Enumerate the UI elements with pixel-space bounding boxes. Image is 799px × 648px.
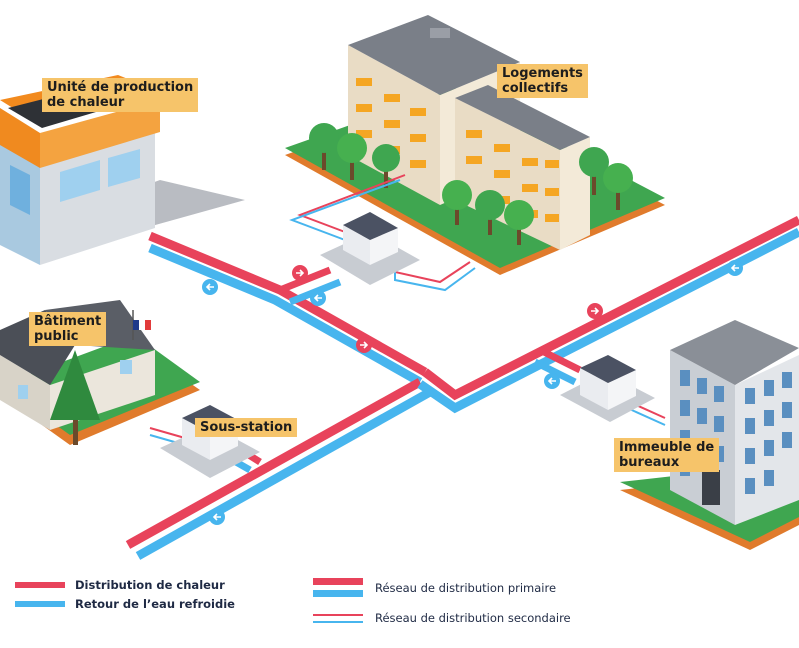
flag-icon bbox=[133, 320, 151, 330]
legend-swatch-cold bbox=[15, 601, 65, 607]
legend-swatch-secondary-cold bbox=[313, 621, 363, 623]
label-production-unit: Unité de production de chaleur bbox=[42, 78, 199, 112]
substation-office bbox=[560, 355, 655, 422]
legend-swatch-secondary-hot bbox=[313, 614, 363, 616]
legend-swatch-primary-hot bbox=[313, 578, 363, 585]
legend-swatch-hot bbox=[15, 582, 65, 588]
legend-cold-return: Retour de l’eau refroidie bbox=[75, 597, 235, 611]
public-building bbox=[0, 300, 200, 445]
office-building bbox=[620, 320, 799, 550]
arrow-right-icon bbox=[292, 265, 603, 353]
label-substation: Sous-station bbox=[195, 418, 298, 437]
legend-secondary-network: Réseau de distribution secondaire bbox=[375, 611, 571, 625]
substation-housing bbox=[320, 212, 420, 285]
label-public-building: Bâtiment public bbox=[29, 312, 107, 346]
legend-swatches bbox=[15, 578, 363, 623]
label-housing: Logements collectifs bbox=[497, 64, 588, 98]
housing-block bbox=[285, 15, 665, 275]
legend-primary-network: Réseau de distribution primaire bbox=[375, 581, 557, 595]
primary-network bbox=[125, 215, 799, 560]
legend-heat-distribution: Distribution de chaleur bbox=[75, 578, 225, 592]
arrow-left-icon bbox=[202, 260, 743, 525]
legend-swatch-primary-cold bbox=[313, 590, 363, 597]
label-offices: Immeuble de bureaux bbox=[614, 438, 720, 472]
